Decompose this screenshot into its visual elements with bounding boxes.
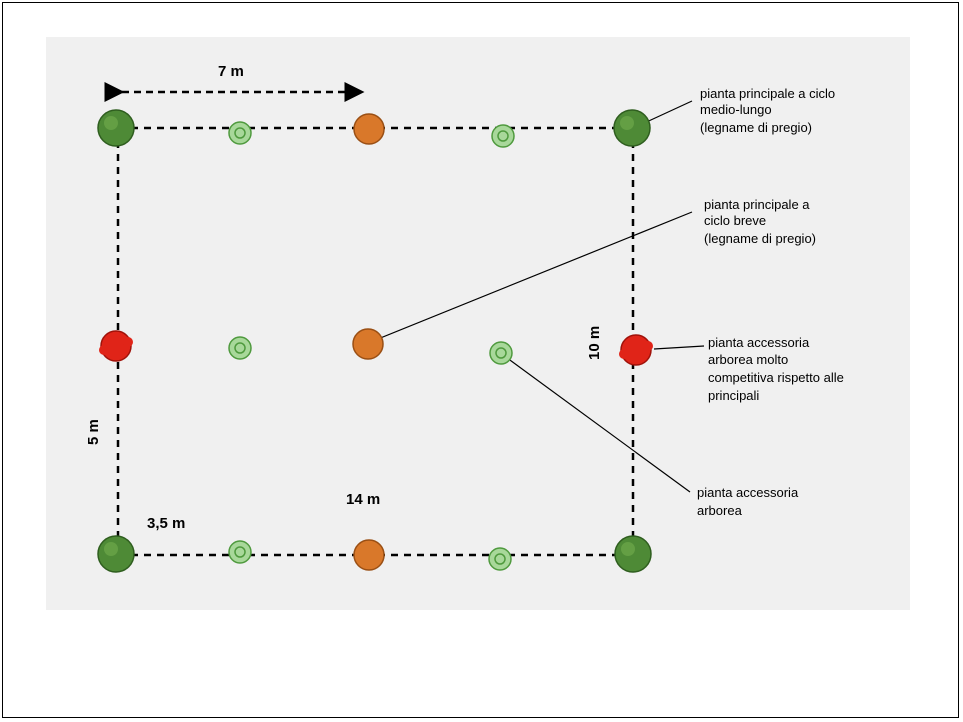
- legend-accessory: pianta accessoria arborea: [697, 485, 802, 518]
- tree-accessory-5: [228, 540, 252, 564]
- legend-accessory-competitive-line-4: principali: [708, 388, 759, 403]
- tree-markers: [97, 109, 653, 573]
- tree-accessory-1: [228, 121, 252, 145]
- leader-principal-short: [367, 211, 693, 344]
- legend-principal-short-line-2: ciclo breve: [704, 213, 766, 228]
- dimension-label-left: 5 m: [85, 419, 102, 445]
- legend-principal-short-line-3: (legname di pregio): [704, 231, 816, 246]
- legend-accessory-competitive-line-1: pianta accessoria: [708, 335, 810, 350]
- diagram-background: [46, 37, 910, 610]
- legend-principal-long: pianta principale a ciclo medio-lungo (l…: [700, 86, 839, 135]
- legend-accessory-competitive-line-2: arborea molto: [708, 352, 788, 367]
- legend-accessory-line-2: arborea: [697, 503, 743, 518]
- tree-accessory-4: [489, 341, 513, 365]
- tree-accessory-competitive-right: [619, 334, 653, 366]
- legend-principal-short: pianta principale a ciclo breve (legname…: [704, 197, 816, 246]
- tree-accessory-3: [228, 336, 252, 360]
- tree-principal-short-middle: [352, 328, 384, 360]
- tree-principal-long-bottom-left: [97, 535, 135, 573]
- dimension-label-top: 7 m: [218, 63, 244, 80]
- dimension-label-total: 14 m: [346, 491, 380, 508]
- legend-principal-short-line-1: pianta principale a: [704, 197, 810, 212]
- tree-accessory-competitive-left: [99, 330, 133, 362]
- leader-lines: [367, 100, 705, 493]
- tree-accessory-6: [488, 547, 512, 571]
- leader-accessory-competitive: [653, 345, 705, 350]
- legend-accessory-line-1: pianta accessoria: [697, 485, 799, 500]
- legend-principal-long-line-2: medio-lungo: [700, 102, 772, 117]
- tree-principal-short-bottom: [353, 539, 385, 571]
- leader-accessory: [502, 354, 691, 493]
- dimension-label-bottom: 3,5 m: [147, 515, 185, 532]
- tree-principal-long-bottom-right: [614, 535, 652, 573]
- tree-accessory-2: [491, 124, 515, 148]
- tree-principal-long-top-left: [97, 109, 135, 147]
- legend-principal-long-line-1: pianta principale a ciclo: [700, 86, 835, 101]
- legend-accessory-competitive: pianta accessoria arborea molto competit…: [708, 335, 847, 403]
- legend-accessory-competitive-line-3: competitiva rispetto alle: [708, 370, 844, 385]
- tree-principal-short-top: [353, 113, 385, 145]
- tree-principal-long-top-right: [613, 109, 651, 147]
- legend-principal-long-line-3: (legname di pregio): [700, 120, 812, 135]
- dimension-label-right: 10 m: [586, 326, 603, 360]
